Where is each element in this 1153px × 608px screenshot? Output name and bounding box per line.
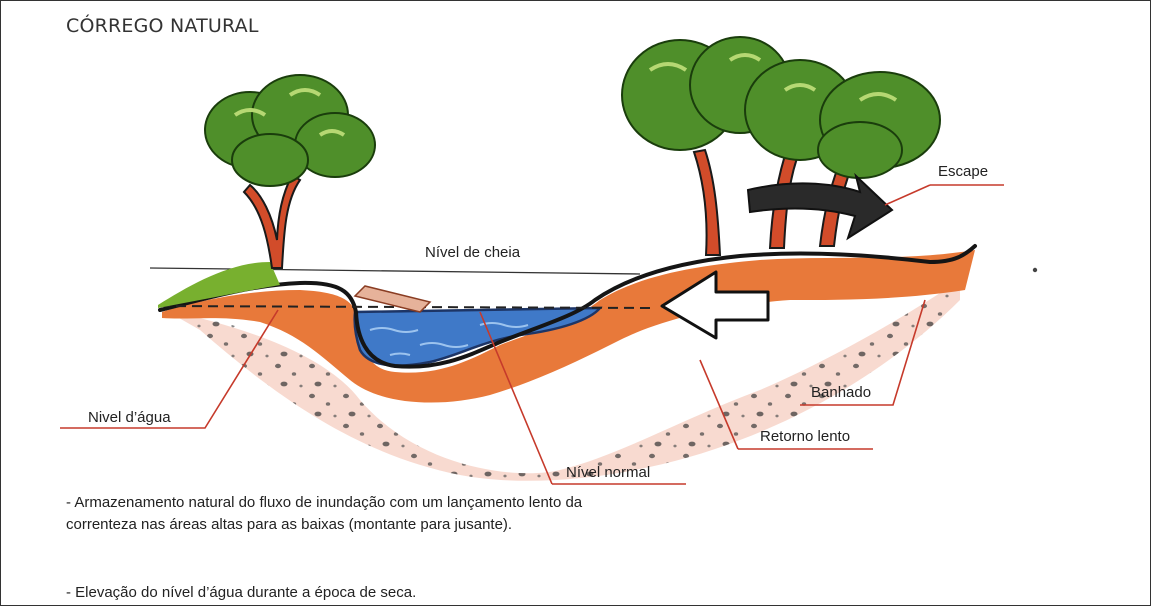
stray-dot — [1033, 268, 1037, 272]
fallen-log — [355, 286, 430, 312]
label-retorno-lento: Retorno lento — [760, 428, 850, 445]
note-dry-season: - Elevação do nível d’água durante a épo… — [66, 582, 626, 604]
label-banhado: Banhado — [811, 384, 871, 401]
label-nivel-normal: Nível normal — [566, 464, 650, 481]
label-nivel-dagua: Nivel d’água — [88, 409, 171, 426]
note-storage: - Armazenamento natural do fluxo de inun… — [66, 492, 626, 536]
label-nivel-de-cheia: Nível de cheia — [425, 244, 520, 261]
escape-arrow-icon — [748, 176, 892, 238]
left-tree-canopy — [205, 75, 375, 186]
label-escape: Escape — [938, 163, 988, 180]
left-tree-trunk — [244, 175, 300, 268]
right-tree-canopies — [622, 37, 940, 178]
